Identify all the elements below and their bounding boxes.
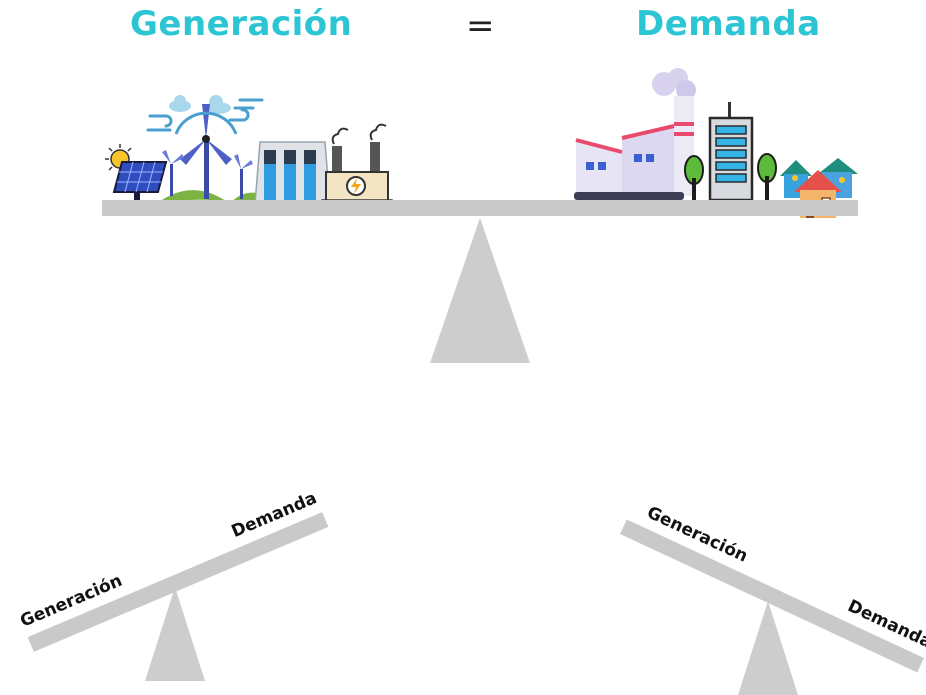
generation-illustration [105,95,393,212]
seesaw-fulcrum [145,587,205,681]
generation-title: Generación [130,4,353,44]
tree-icon [757,153,777,200]
office-building-icon [708,102,754,202]
power-plant-icon [321,123,393,207]
cloud-icon [169,95,231,114]
factory-icon [574,68,696,200]
seesaw-fulcrum [738,601,798,695]
balance-fulcrum [430,218,530,363]
balance-beam [102,200,858,216]
wind-turbine-icon [162,104,253,199]
equals-sign: = [466,6,495,46]
solar-panel-icon [112,161,168,200]
wind-icon [146,98,264,132]
tree-icon [684,155,704,200]
demand-title: Demanda [636,4,821,44]
demand-illustration [574,68,858,218]
